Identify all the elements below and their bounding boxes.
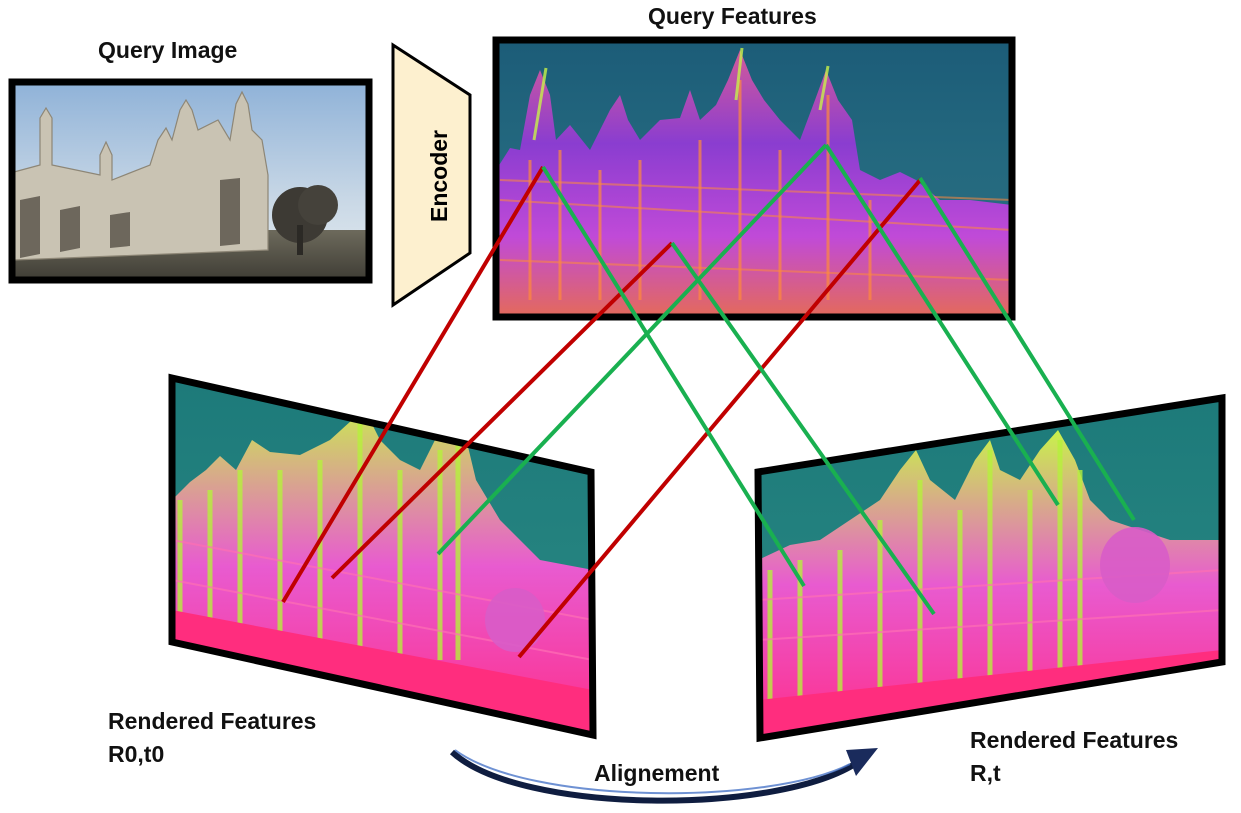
query-features-map <box>492 36 1016 321</box>
rendered-right-title: Rendered Features <box>970 727 1179 753</box>
rendered-left-pose: R0,t0 <box>108 741 165 767</box>
green-correspondence-5 <box>918 176 1136 522</box>
encoder-label: Encoder <box>426 130 452 222</box>
green-correspondence-1 <box>541 165 806 588</box>
red-correspondence-2 <box>330 241 674 580</box>
rendered-right-pose: R,t <box>970 760 1001 786</box>
red-correspondence-1 <box>281 165 545 604</box>
encoder-block <box>391 42 472 308</box>
green-correspondence-2 <box>670 241 936 616</box>
rendered-features-right <box>754 393 1226 743</box>
alignment-label: Alignement <box>594 760 720 786</box>
query-image <box>8 78 373 284</box>
correspondence-lines <box>281 143 1136 659</box>
rendered-left-title: Rendered Features <box>108 708 317 734</box>
query-features-title: Query Features <box>648 3 817 29</box>
alignment-arrow <box>449 748 878 804</box>
green-correspondence-3 <box>436 143 828 556</box>
query-image-title: Query Image <box>98 37 238 63</box>
red-correspondence-3 <box>517 177 923 659</box>
green-correspondence-4 <box>824 143 1060 507</box>
